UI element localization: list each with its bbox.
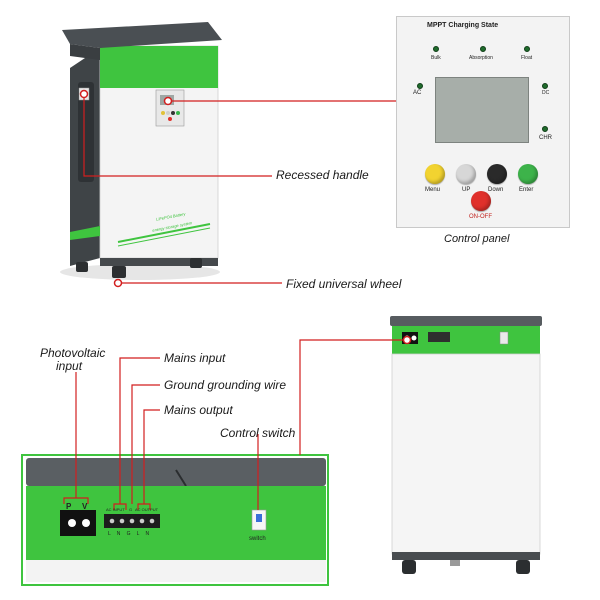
switch-label: switch (249, 536, 266, 542)
recessed-handle-slot (78, 82, 94, 182)
panel-title: MPPT Charging State (427, 22, 499, 29)
lcd-display (435, 77, 529, 143)
led-float (524, 46, 530, 52)
led-dc-label: DC (542, 90, 550, 96)
label-pv-input-line2: input (56, 359, 83, 373)
up-button[interactable] (456, 164, 476, 184)
led-dc (542, 83, 548, 89)
label-mains-input: Mains input (164, 351, 226, 365)
on-off-button[interactable] (471, 191, 491, 211)
label-control-switch: Control switch (220, 426, 296, 440)
ground-label: G (129, 507, 133, 512)
on-off-button-label: ON-OFF (469, 214, 492, 220)
unit-green-band (100, 46, 218, 88)
detail-panel (21, 454, 329, 586)
led-chr (542, 126, 548, 132)
up-button-label: UP (462, 187, 471, 193)
callout-dots-top (79, 89, 173, 288)
unit-lid (62, 22, 222, 48)
enter-button-label: Enter (519, 187, 534, 193)
label-control-panel: Control panel (444, 233, 510, 245)
ac-output-label: AC OUTPUT (135, 507, 159, 512)
label-recessed-handle: Recessed handle (276, 168, 369, 182)
led-float-label: Float (521, 55, 533, 61)
led-ac (417, 83, 423, 89)
menu-button[interactable] (425, 164, 445, 184)
product-unit-front (390, 316, 542, 574)
label-pv-input-line1: Photovoltaic (40, 346, 106, 360)
label-ground-wire: Ground grounding wire (164, 378, 287, 392)
pv-p-label: P (66, 502, 72, 511)
ac-input-label: AC INPUT (106, 507, 125, 512)
pv-v-label: V (82, 502, 88, 511)
control-panel-zoom: MPPT Charging State Bulk Absorption Floa… (396, 16, 570, 228)
down-button-label: Down (488, 187, 504, 193)
led-absorption-label: Absorption (469, 55, 493, 61)
terminal-letters: L N G L N (108, 531, 152, 537)
callout-lines-top (83, 94, 396, 284)
product-unit-perspective (60, 22, 222, 280)
enter-button[interactable] (518, 164, 538, 184)
label-mains-output: Mains output (164, 403, 233, 417)
label-fixed-wheel: Fixed universal wheel (286, 277, 402, 291)
led-bulk (433, 46, 439, 52)
callout-lines-bottom (63, 339, 407, 510)
led-chr-label: CHR (539, 135, 552, 141)
led-absorption (480, 46, 486, 52)
down-button[interactable] (487, 164, 507, 184)
led-bulk-label: Bulk (431, 55, 441, 61)
menu-button-label: Menu (425, 187, 441, 193)
led-ac-label: AC (413, 90, 422, 96)
